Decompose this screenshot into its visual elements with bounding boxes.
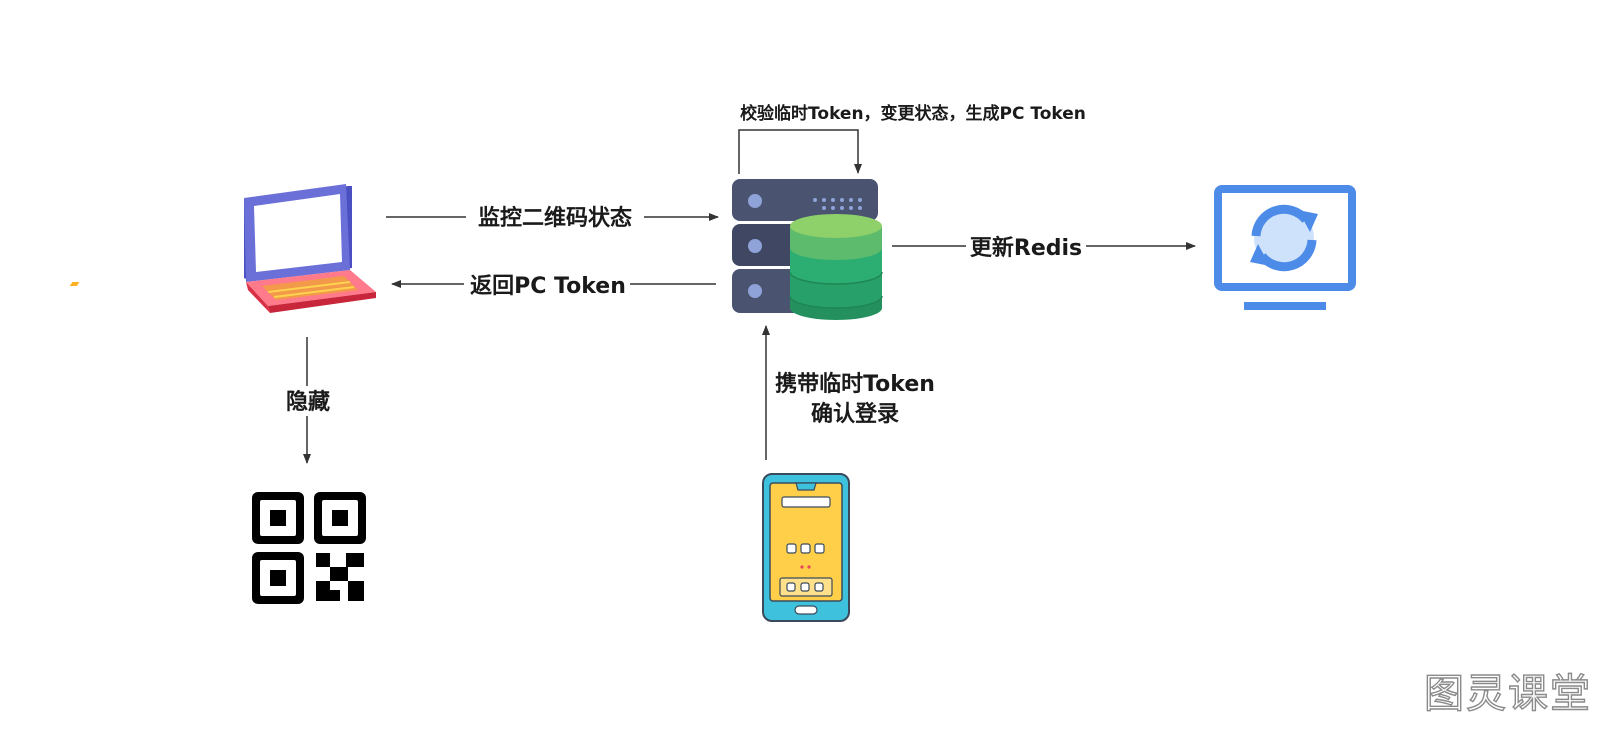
labels: 监控二维码状态 返回PC Token 更新Redis 隐藏 携带临时Token … (280, 103, 1086, 427)
qr-code-icon (252, 492, 366, 604)
hide-label: 隐藏 (286, 390, 330, 415)
server-database-icon (732, 179, 883, 320)
carry-token-label-line1: 携带临时Token (775, 371, 935, 397)
update-redis-label: 更新Redis (970, 235, 1082, 261)
mobile-phone-icon (762, 473, 850, 622)
self-loop-label: 校验临时Token，变更状态，生成PC Token (740, 103, 1086, 124)
return-token-label: 返回PC Token (470, 274, 626, 299)
laptop-icon (69, 184, 376, 313)
carry-token-label-line2: 确认登录 (811, 401, 899, 427)
monitor-refresh-icon (1214, 185, 1356, 310)
watermark: 图灵课堂 (1423, 670, 1592, 717)
monitor-qr-label: 监控二维码状态 (478, 205, 632, 231)
self-loop-arrow (738, 129, 862, 174)
